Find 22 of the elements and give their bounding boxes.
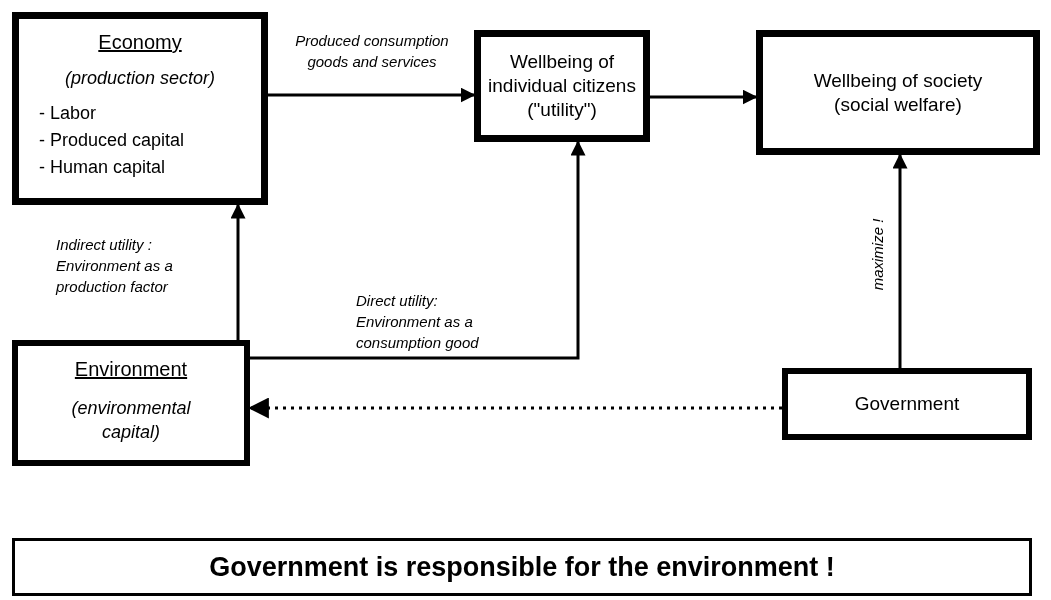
arrow — [650, 89, 758, 105]
node-text: Wellbeing of individual citizens ("utility") — [487, 50, 637, 122]
resource-box — [12, 340, 250, 466]
arrow — [250, 140, 586, 360]
conclusion-banner — [12, 538, 1032, 596]
node-text: Wellbeing of society (social welfare) — [812, 68, 984, 117]
node-text: Government is responsible for the environment ! — [209, 550, 835, 584]
process-box — [756, 30, 1040, 155]
node-text: Government — [854, 391, 960, 416]
node-text: - Produced capital — [39, 129, 185, 152]
node-text: - Labor — [39, 102, 97, 125]
node-text: - Human capital — [39, 156, 166, 179]
node-text: (environmental capital) — [70, 397, 192, 444]
sector-box — [12, 12, 268, 205]
node-text: Environment — [74, 357, 188, 382]
actor-box — [782, 368, 1032, 440]
arrow — [268, 87, 476, 103]
arrow — [892, 153, 908, 368]
node-text: Economy — [98, 30, 182, 55]
process-box — [474, 30, 650, 142]
node-text: (production sector) — [64, 67, 216, 90]
arrow — [230, 203, 246, 340]
